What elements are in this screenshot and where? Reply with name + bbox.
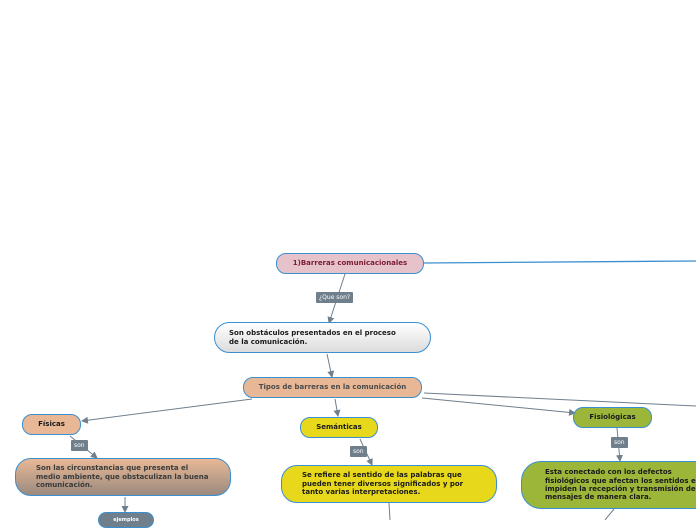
- physiological-node-text: Fisiológicas: [589, 413, 636, 422]
- root-link-right: [423, 260, 696, 264]
- physical-desc-node[interactable]: Son las circunstancias que presenta el m…: [15, 458, 231, 496]
- root-node[interactable]: 1)Barreras comunicacionales: [276, 253, 424, 274]
- connector-types-physical: [81, 398, 253, 424]
- root-node-text: 1)Barreras comunicacionales: [292, 259, 408, 268]
- definition-node-text: Son obstáculos presentados en el proceso…: [229, 329, 396, 346]
- physical-example-node[interactable]: ejemplos: [98, 512, 154, 528]
- connector-types-physiological: [421, 397, 576, 416]
- connector-definition-types: [326, 353, 335, 378]
- connector-types-right: [423, 392, 696, 407]
- semantic-node[interactable]: Semánticas: [300, 417, 378, 438]
- semantic-node-text: Semánticas: [316, 423, 362, 432]
- semantic-desc-node[interactable]: Se refiere al sentido de las palabras qu…: [281, 465, 497, 503]
- physical-example-text: ejemplos: [113, 517, 139, 523]
- connector-semantic-down: [388, 502, 391, 520]
- physiological-node[interactable]: Fisiológicas: [573, 407, 652, 428]
- label-son-physical: son: [71, 440, 88, 451]
- physiological-desc-text: Esta conectado con los defectos fisiológ…: [545, 468, 696, 502]
- types-node[interactable]: Tipos de barreras en la comunicación: [243, 377, 422, 398]
- physiological-desc-node[interactable]: Esta conectado con los defectos fisiológ…: [521, 461, 696, 509]
- physical-desc-text: Son las circunstancias que presenta el m…: [36, 464, 209, 490]
- label-son-semantic: son: [350, 446, 367, 457]
- physical-node-text: Físicas: [38, 420, 65, 429]
- types-node-text: Tipos de barreras en la comunicación: [258, 383, 407, 392]
- physical-node[interactable]: Físicas: [22, 414, 81, 435]
- label-son-physiological: son: [611, 437, 628, 448]
- semantic-desc-text: Se refiere al sentido de las palabras qu…: [302, 471, 464, 497]
- definition-node[interactable]: Son obstáculos presentados en el proceso…: [214, 322, 431, 353]
- connector-types-semantic: [333, 398, 341, 417]
- label-what-are: ¿Que son?: [316, 292, 354, 303]
- connector-physiological-down: [604, 508, 615, 520]
